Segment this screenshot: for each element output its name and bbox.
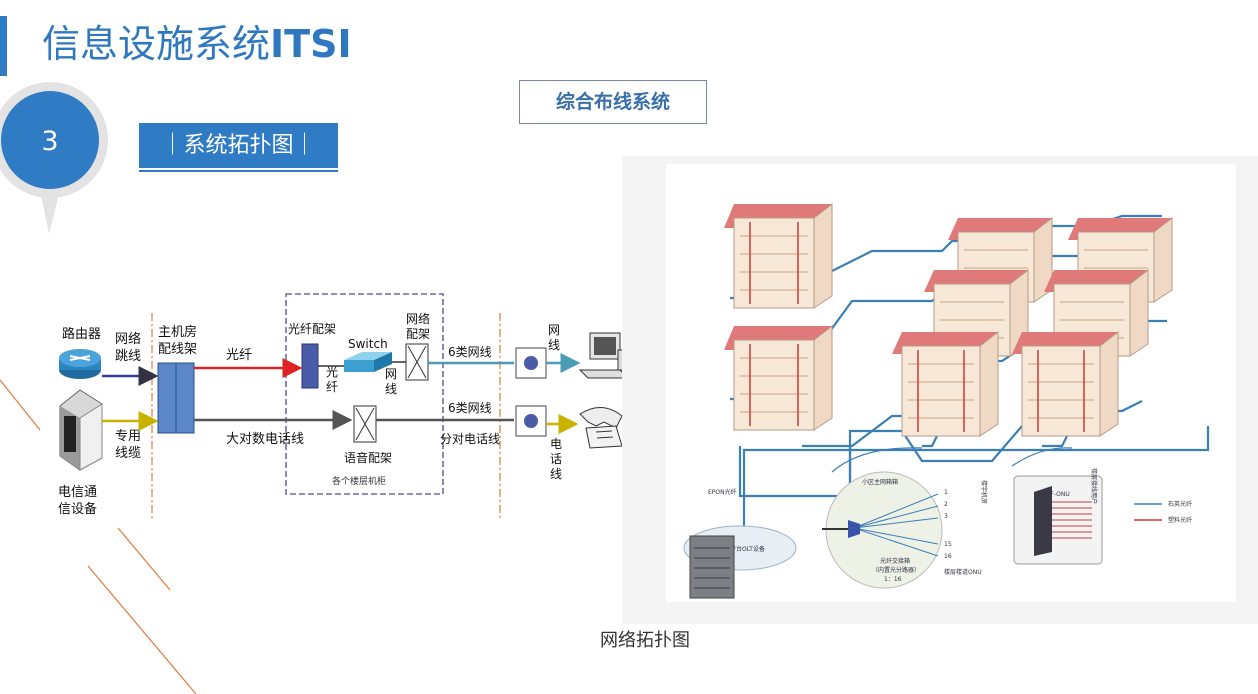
dedicated-cable-label-1: 专用 [115,429,141,444]
cat6-top-label: 6类网线 [448,345,492,359]
phone-line-label-2: 话 [550,452,562,466]
building [724,324,833,431]
router-label: 路由器 [62,326,101,342]
fiber-short-label-2: 纤 [326,380,338,394]
port-label-1: 1 [944,489,948,496]
net-panel-icon [405,343,429,381]
legend-quartz-label: 石英光纤 [1168,500,1192,508]
net-jumper-label-1: 网络 [115,331,141,347]
deco-line [87,565,197,694]
building [892,330,999,437]
badge-number: 3 [41,126,58,157]
onu-note: 楼层楼道ONU [944,568,982,576]
splitter-fan [853,493,939,557]
pof-label: POF-ONU [1042,491,1070,498]
building [1012,330,1119,437]
page-title: 信息设施系统ITSI [42,18,352,70]
computer-icon [578,332,630,379]
plastic-fiber-lines [1052,501,1092,539]
telecom-device-label-2: 信设备 [58,501,97,517]
split-phone-label: 分对电话线 [440,432,500,446]
splitter-connector [848,520,860,538]
community-box-label: 小区主网箱箱 [862,478,898,486]
pof-onu-device [1034,486,1052,556]
olt-slots [694,547,730,589]
port-label-3: 3 [944,513,948,520]
port-label-16: 16 [944,553,952,560]
dedicated-cable-label-2: 线缆 [115,445,141,461]
telecom-device-label-1: 电信通 [58,485,97,500]
fiber-label: 光纤 [226,348,252,363]
system-label: 综合布线系统 [519,80,707,124]
section-number-badge: 3 [0,82,108,234]
page-title-cn: 信息设施系统 [42,22,271,66]
phone-line-label-3: 线 [550,467,562,481]
deco-line [117,527,171,591]
switch-icon [344,352,392,372]
net-line-label-1: 网 [548,323,560,337]
fiber-panel-label: 光纤配架 [288,322,336,336]
olt-label: 移动平台OLT设备 [718,545,765,553]
page-title-en: ITSI [270,22,352,66]
fiber-box-label-1: 光纤交接箱 [880,557,910,565]
cabinet-vertical-label: 楼宇机房 [980,480,988,504]
port-label-15: 15 [944,541,952,548]
building [724,202,833,309]
epon-label: EPON光纤 [708,488,737,496]
title-accent-bar [0,16,7,76]
fiber-panel [301,343,319,389]
net-line-label-2: 线 [548,338,560,352]
deco-line [0,379,41,431]
phone-outlet-port [524,414,538,428]
fiber-box-label-2: （内置光分路器） [872,566,920,574]
network-topology-diagram: 移动平台OLT设备 EPON光纤 小区主网箱箱 光纤交接箱 （内置光分路器） 1… [622,156,1258,624]
phone-line-label-1: 电 [550,437,562,451]
legend-plastic-label: 塑料光纤 [1168,516,1192,524]
net-panel-label-1: 网络 [406,311,430,326]
net-jumper-label-2: 跳线 [115,349,141,364]
badge-pointer [40,190,60,234]
fiber-box-link [831,447,923,473]
net-panel-label-2: 配架 [406,327,430,341]
router-icon [59,349,101,379]
decorative-lines [0,379,197,694]
net-short-label-2: 线 [385,382,397,396]
telephone-icon [579,407,623,449]
floor-cabinet-box [285,293,444,495]
voice-panel-label: 语音配架 [344,450,392,465]
port-label-2: 2 [944,501,948,508]
fiber-short-label-1: 光 [326,365,338,379]
section-label: ｜系统拓扑图｜ [139,123,338,172]
main-frame-label-1: 主机房 [158,324,197,340]
net-short-label-1: 网 [385,367,397,381]
topology-caption: 网络拓扑图 [600,630,690,651]
main-frame-label-2: 配线架 [158,342,197,357]
wiring-diagram: 路由器 电信通 信设备 网络 跳线 专用 线缆 主机房 配线架 光纤 光纤配架 … [58,293,630,518]
voice-panel-icon [353,405,377,443]
floor-cabinet-label: 各个楼层机柜 [332,475,386,487]
badge-circle [1,91,99,189]
network-outlet-port [524,356,538,370]
switch-label: Switch [348,337,388,351]
olt-device [689,535,735,599]
fiber-box-label-3: 1：16 [884,576,902,583]
user-vertical-label: 楼层接线用户 [1090,468,1098,504]
bottom-fiber-run [742,426,1210,456]
pof-link [1011,447,1073,467]
cat6-mid-label: 6类网线 [448,401,492,415]
server-icon [59,389,103,471]
big-phone-cable-label: 大对数电话线 [226,432,304,447]
